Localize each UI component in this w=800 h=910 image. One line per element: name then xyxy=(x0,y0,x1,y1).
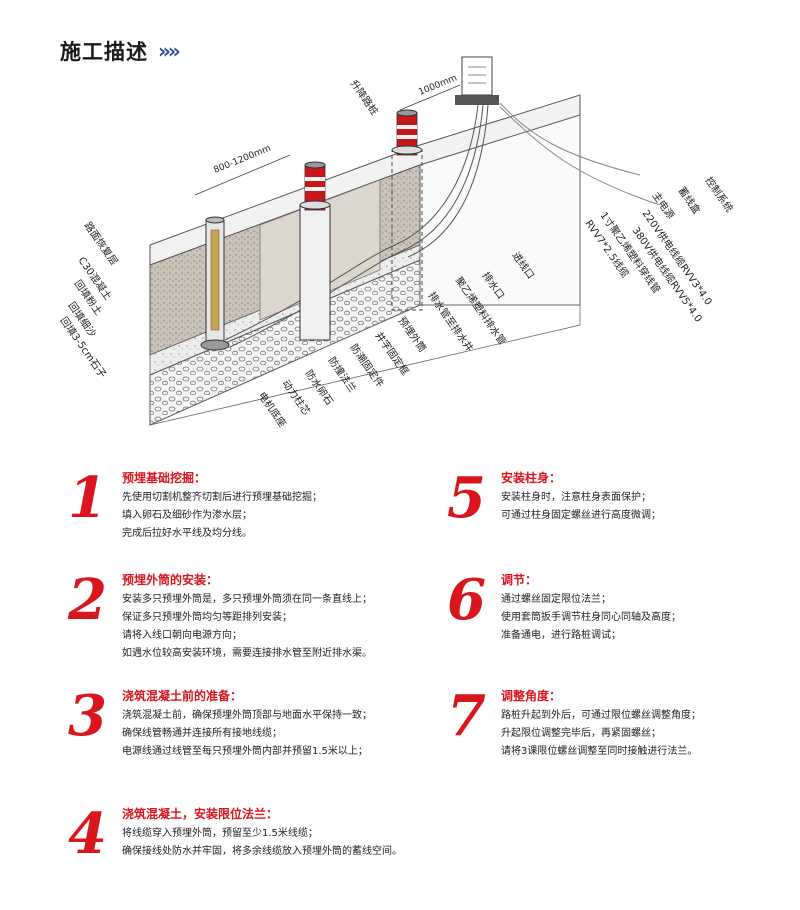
step-line: 填入卵石及细砂作为渗水层； xyxy=(122,510,252,521)
dimension-lines xyxy=(194,84,461,196)
step-line: 先使用切割机整齐切割后进行预埋基础挖掘； xyxy=(122,492,322,503)
step-number: 3 xyxy=(68,683,107,749)
step-number: 5 xyxy=(447,465,486,531)
step-line: 请将3课限位螺丝调整至同时接触进行法兰。 xyxy=(501,746,698,757)
right-labels-upper: 控制系统 蓄线盒 主电源 220V供电线缆RVV3*4.0 380V供电线缆RV… xyxy=(583,174,737,324)
label-outer-tube: 预埋外筒 xyxy=(396,314,430,354)
step-2: 2 预埋外筒的安装： 安装多只预埋外筒是，多只预埋外筒须在同一条直线上； 保证多… xyxy=(68,572,428,663)
step-title: 预埋外筒的安装： xyxy=(122,573,219,587)
step-4: 4 浇筑混凝土，安装限位法兰： 将线缆穿入预埋外筒，预留至少1.5米线缆； 确保… xyxy=(68,801,428,867)
step-5: 5 安装柱身： 安装柱身时，注意柱身表面保护； 可通过柱身固定螺丝进行高度微调； xyxy=(447,465,800,531)
step-number: 1 xyxy=(68,465,107,531)
step-line: 通过螺丝固定限位法兰； xyxy=(501,594,611,605)
step-line: 电源线通过线管至每只预埋外筒内部并预留1.5米以上； xyxy=(122,746,368,757)
label-gravel-layer: 防水卵石 xyxy=(303,367,337,407)
installation-diagram: 800-1200mm 1000mm 升降路桩 路面恢复层 C30混凝土 回填粉土… xyxy=(58,56,737,429)
step-title: 调整角度： xyxy=(501,689,562,703)
step-line: 浇筑混凝土前，确保预埋外筒顶部与地面水平保持一致； xyxy=(122,710,372,721)
step-title: 浇筑混凝土前的准备： xyxy=(122,689,243,703)
bollard-embedded xyxy=(391,109,423,311)
label-power-box: 蓄线盒 xyxy=(676,184,704,216)
step-title: 浇筑混凝土，安装限位法兰： xyxy=(122,807,279,821)
step-line: 可通过柱身固定螺丝进行高度微调； xyxy=(501,510,661,521)
double-chevron-icon: »» xyxy=(158,39,181,63)
step-number: 2 xyxy=(68,567,107,633)
step-title: 安装柱身： xyxy=(501,471,562,485)
label-motor-core: 动力柱芯 xyxy=(280,377,314,417)
section-header: 施工描述 »» xyxy=(60,36,181,66)
step-3: 3 浇筑混凝土前的准备： 浇筑混凝土前，确保预埋外筒顶部与地面水平保持一致； 确… xyxy=(68,688,428,761)
step-line: 保证多只预埋外筒均匀等距排列安装； xyxy=(122,612,292,623)
label-motor-base: 电机底座 xyxy=(256,389,290,429)
step-1: 1 预埋基础挖掘： 先使用切割机整齐切割后进行预埋基础挖掘； 填入卵石及细砂作为… xyxy=(68,470,428,543)
step-line: 请将入线口朝向电源方向； xyxy=(122,630,242,641)
step-line: 路桩升起到外后，可通过限位螺丝调整角度； xyxy=(501,710,701,721)
step-7: 7 调整角度： 路桩升起到外后，可通过限位螺丝调整角度； 升起限位调整完毕后，再… xyxy=(447,688,800,761)
step-line: 准备通电，进行路桩调试； xyxy=(501,630,621,641)
page-title: 施工描述 xyxy=(60,40,148,64)
step-line: 使用套筒扳手调节柱身同心同轴及高度； xyxy=(501,612,681,623)
step-line: 将线缆穿入预埋外筒，预留至少1.5米线缆； xyxy=(122,828,318,839)
label-lift-bollard: 升降路桩 xyxy=(348,77,382,117)
step-number: 7 xyxy=(447,683,486,749)
step-line: 确保线管畅通并连接所有接地线缆； xyxy=(122,728,282,739)
control-cabinet xyxy=(455,56,499,105)
step-title: 调节： xyxy=(501,573,538,587)
step-line: 如遇水位较高安装环境，需要连接排水管至附近排水渠。 xyxy=(122,648,372,659)
dim-800-1200: 800-1200mm xyxy=(212,144,272,176)
left-labels: 路面恢复层 C30混凝土 回填粉土 回填细沙 回填3-5cm石子 xyxy=(58,219,121,380)
step-line: 升起限位调整完毕后，再紧固螺丝； xyxy=(501,728,661,739)
step-line: 安装多只预埋外筒是，多只预埋外筒须在同一条直线上； xyxy=(122,594,372,605)
label-flange: 防撞法兰 xyxy=(326,354,360,394)
step-6: 6 调节： 通过螺丝固定限位法兰； 使用套筒扳手调节柱身同心同轴及高度； 准备通… xyxy=(447,572,800,645)
bollard-cutaway xyxy=(200,216,230,351)
step-number: 6 xyxy=(447,567,486,633)
step-title: 预埋基础挖掘： xyxy=(122,471,207,485)
step-line: 安装柱身时，注意柱身表面保护； xyxy=(501,492,651,503)
label-control-box: 控制系统 xyxy=(703,174,737,214)
step-line: 完成后拉好水平线及均分线。 xyxy=(122,528,252,539)
bollard-outer-tube xyxy=(299,161,331,341)
step-number: 4 xyxy=(68,801,107,867)
step-line: 确保接线处防水并牢固，将多余线缆放入预埋外筒的蓄线空间。 xyxy=(122,846,402,857)
